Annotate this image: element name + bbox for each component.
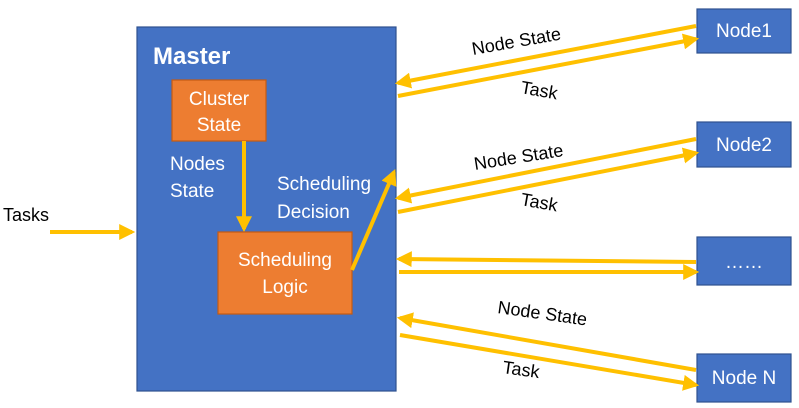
cluster-state-box [171,79,267,142]
scheduling-decision-arrow [350,169,397,271]
node1-task-arrow [397,33,700,98]
cluster-state-label-line2: State [197,115,241,136]
nodeN-state-label: Node State [496,297,588,329]
node2-task-arrow [397,147,700,214]
nodes-state-label-line2: State [170,181,214,202]
node2-label: Node2 [716,135,772,156]
cluster-state-label-line1: Cluster [189,89,250,110]
scheduling-logic-label-line2: Logic [262,277,307,298]
nodeN-task-label: Task [501,357,541,382]
nodeN-task-arrow [399,333,700,391]
node2-box [696,121,792,168]
master-title: Master [153,43,230,70]
scheduling-logic-box [217,231,353,315]
scheduling-decision-label-line2: Decision [277,202,350,223]
ellipsis-node-label: …… [725,252,763,273]
scheduling-logic-label-line1: Scheduling [238,250,332,271]
nodeN-box [696,353,792,403]
node1-label: Node1 [716,21,772,42]
ellipsis-node-state-arrow [395,251,697,268]
node2-task-label: Task [519,189,560,215]
node2-state-arrow [394,137,697,204]
ellipsis-node-box [696,236,792,286]
node1-task-label: Task [519,77,560,103]
tasks-label: Tasks [3,205,49,225]
nodes-state-label-line1: Nodes [170,154,225,175]
nodeN-state-arrow [396,312,697,372]
node1-state-arrow [394,24,697,89]
nodeN-label: Node N [712,368,776,389]
node1-box [696,8,792,54]
scheduling-decision-label-line1: Scheduling [277,174,371,195]
